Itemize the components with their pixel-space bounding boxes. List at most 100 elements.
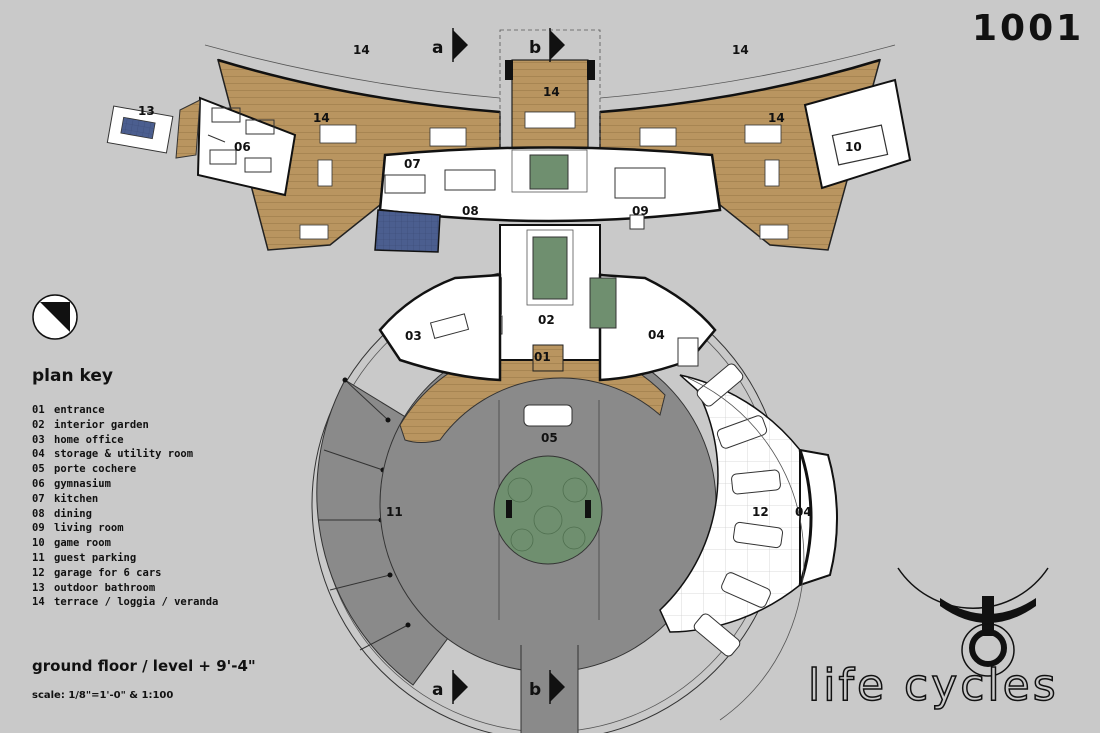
dining-table — [444, 169, 496, 191]
section-mark-a-top: a — [432, 28, 468, 62]
living-bar — [374, 146, 722, 253]
room-tag-06: 06 — [234, 140, 251, 154]
room-tag-14-northeast: 14 — [732, 43, 749, 57]
room-tag-12: 12 — [752, 505, 769, 519]
section-b-bottom-label: b — [529, 680, 541, 700]
plan-key-item: 14 terrace / loggia / veranda — [32, 595, 218, 610]
room-tag-04-garage: 04 — [795, 505, 812, 519]
room-tag-14-northwest: 14 — [353, 43, 370, 57]
plan-key-name: kitchen — [54, 492, 99, 505]
car-in-porte-cochere — [523, 404, 573, 427]
plan-key-item: 03 home office — [32, 433, 218, 448]
room-tag-14-east: 14 — [768, 111, 785, 125]
west-wing — [106, 44, 501, 251]
room-tag-03: 03 — [405, 329, 422, 343]
garage-wing — [659, 363, 838, 721]
plan-key-name: entrance — [54, 404, 105, 416]
plan-key-item: 04 storage & utility room — [32, 447, 218, 462]
room-tag-07: 07 — [404, 157, 421, 171]
living-seating — [614, 167, 666, 199]
plan-key-item: 11 guest parking — [32, 551, 218, 566]
pantry — [374, 209, 441, 253]
brand-wordmark: life cycles — [807, 659, 1059, 712]
plan-key-number: 11 — [32, 551, 45, 564]
plan-key-name: home office — [54, 433, 124, 446]
plan-key-item: 10 game room — [32, 536, 218, 551]
plan-key-item: 07 kitchen — [32, 492, 218, 507]
plan-key-number: 07 — [32, 492, 45, 505]
garden-roundabout — [493, 455, 603, 565]
plan-key-number: 04 — [32, 448, 45, 461]
game-table — [831, 124, 889, 166]
level-title: ground floor / level + 9'-4" — [32, 657, 256, 675]
room-tag-05: 05 — [541, 431, 558, 445]
plan-key-title: plan key — [32, 366, 113, 386]
terrace-furniture-east — [639, 124, 789, 240]
plan-key-number: 10 — [32, 537, 45, 550]
parking-stall-lines — [318, 379, 409, 651]
plan-key-name: game room — [54, 537, 111, 550]
room-tag-14-north: 14 — [543, 85, 560, 99]
gym-equipment — [207, 107, 275, 173]
north-courtyard-garden — [529, 154, 569, 190]
plan-key-item: 13 outdoor bathroom — [32, 581, 218, 596]
plan-key-name: gymnasium — [54, 477, 111, 490]
plan-key-item: 06 gymnasium — [32, 477, 218, 492]
room-tag-14-west: 14 — [313, 111, 330, 125]
plan-key-number: 02 — [32, 418, 45, 431]
plan-key-number: 14 — [32, 596, 45, 609]
garden-planting — [507, 477, 588, 552]
east-wing — [599, 44, 912, 251]
plan-key-item: 12 garage for 6 cars — [32, 566, 218, 581]
entrance-vestibule — [532, 344, 564, 372]
plan-key-number: 06 — [32, 477, 45, 490]
room-tag-13: 13 — [138, 104, 155, 118]
garage-floor — [659, 374, 838, 633]
sheet-number: 1001 — [972, 8, 1085, 49]
terrace-furniture-west — [299, 124, 467, 240]
garage-cars — [693, 363, 784, 657]
plan-key-name: living room — [54, 522, 124, 535]
room-tag-08: 08 — [462, 204, 479, 218]
interior-garden — [532, 236, 568, 300]
section-b-top-label: b — [529, 38, 541, 58]
room-tag-10: 10 — [845, 140, 862, 154]
room-tag-11: 11 — [386, 505, 403, 519]
room-tags: 01 02 03 04 04 05 06 07 08 09 10 11 12 1… — [138, 43, 862, 519]
plan-key-number: 13 — [32, 581, 45, 594]
north-arrow-icon — [32, 294, 78, 340]
plan-key-name: interior garden — [54, 418, 149, 431]
plan-key-name: terrace / loggia / veranda — [54, 596, 219, 609]
plan-key-name: guest parking — [54, 551, 137, 564]
entry-spine — [378, 224, 717, 382]
section-mark-b-top: b — [529, 28, 565, 62]
plan-key-name: porte cochere — [54, 463, 137, 476]
plan-key-number: 12 — [32, 566, 45, 579]
plan-key-name: dining — [54, 507, 92, 520]
plan-key-name: outdoor bathroom — [54, 581, 156, 594]
section-a-bottom-label: a — [432, 680, 443, 700]
plan-key-item: 05 porte cochere — [32, 462, 218, 477]
plan-key-item: 02 interior garden — [32, 418, 218, 433]
room-tag-01: 01 — [534, 350, 551, 364]
section-mark-a-bottom: a — [432, 670, 468, 704]
plan-key-number: 09 — [32, 522, 45, 535]
room-tag-02: 02 — [538, 313, 555, 327]
life-cycles-logo-icon — [897, 567, 1049, 677]
plan-key-name: garage for 6 cars — [54, 566, 162, 579]
section-cut-marks: a b a b — [432, 28, 565, 704]
section-mark-b-bottom: b — [529, 670, 565, 704]
scale-note: scale: 1/8"=1'-0" & 1:100 — [32, 690, 174, 701]
room-tag-04-storage: 04 — [648, 328, 665, 342]
plan-key-number: 03 — [32, 433, 45, 446]
plan-key-number: 05 — [32, 463, 45, 476]
game-room — [803, 78, 912, 190]
kitchen-island — [384, 174, 426, 194]
section-a-top-label: a — [432, 38, 443, 58]
plan-key-name: storage & utility room — [54, 448, 194, 461]
